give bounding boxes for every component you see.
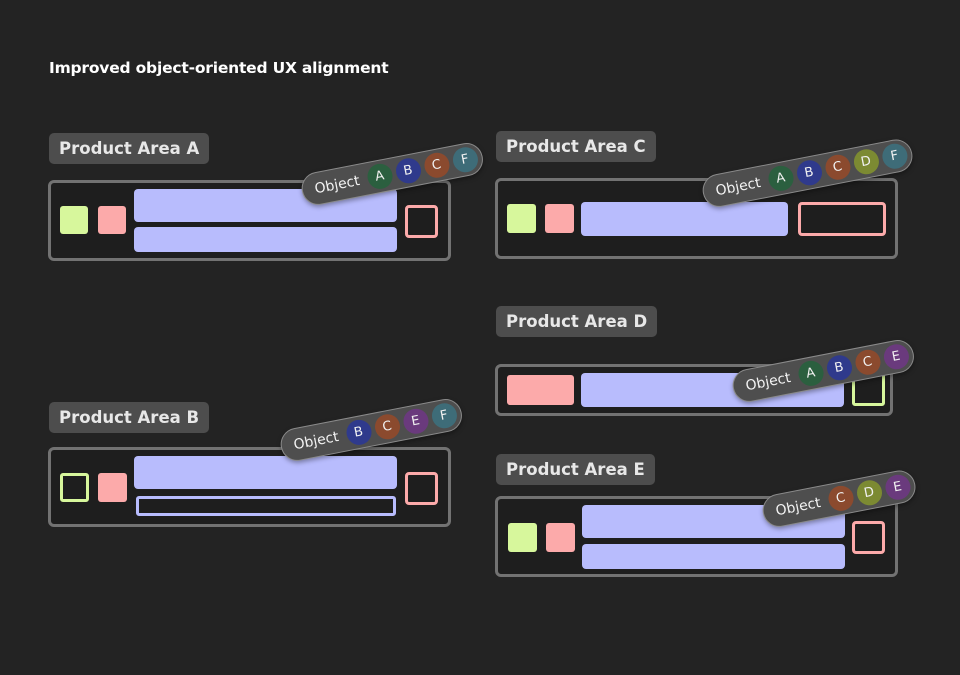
object-circle-a: A <box>365 161 395 192</box>
object-circle-e: E <box>882 472 913 502</box>
area-label-d: Product Area D <box>496 306 658 337</box>
blue-bar <box>581 202 788 236</box>
page-title: Improved object-oriented UX alignment <box>49 59 389 77</box>
pink-square <box>546 523 575 552</box>
object-circle-f: F <box>429 401 459 431</box>
blue-bar <box>134 227 397 252</box>
panel-e <box>495 496 898 577</box>
pink-outline-box <box>405 205 438 238</box>
pink-outline-bar <box>798 202 886 236</box>
object-circle-b: B <box>794 158 824 188</box>
pink-outline-box <box>852 521 885 554</box>
pink-square <box>98 206 126 234</box>
panel-c <box>495 178 898 259</box>
object-label: Object <box>292 428 341 453</box>
object-circle-f: F <box>879 141 910 171</box>
object-circle-c: C <box>822 152 853 182</box>
green-square <box>508 523 537 552</box>
green-square <box>60 206 88 234</box>
object-circle-c: C <box>852 347 883 377</box>
area-label-b: Product Area B <box>49 402 210 433</box>
object-circle-c: C <box>826 483 856 514</box>
object-label: Object <box>744 369 793 394</box>
object-circle-a: A <box>766 163 796 194</box>
panel-a <box>48 180 451 261</box>
area-label-e: Product Area E <box>496 454 655 485</box>
object-circle-b: B <box>393 156 423 186</box>
object-label: Object <box>714 174 763 199</box>
area-label-c: Product Area C <box>496 131 656 162</box>
pink-square <box>98 473 127 502</box>
object-circle-d: D <box>854 478 884 508</box>
green-outline-square <box>60 473 89 502</box>
blue-outline-bar <box>136 496 396 516</box>
pink-bar <box>507 375 574 405</box>
object-circle-e: E <box>400 406 431 436</box>
object-circle-e: E <box>881 342 911 372</box>
blue-bar <box>134 456 397 489</box>
object-circle-d: D <box>851 147 881 177</box>
pink-square <box>545 204 574 233</box>
panel-b <box>48 447 451 527</box>
pink-outline-box <box>405 472 438 505</box>
object-label: Object <box>313 172 362 197</box>
object-circle-b: B <box>344 417 374 448</box>
object-circle-f: F <box>450 145 480 175</box>
object-label: Object <box>774 494 823 519</box>
area-label-a: Product Area A <box>49 133 210 164</box>
blue-bar <box>582 544 845 569</box>
object-circle-b: B <box>824 353 854 383</box>
green-square <box>507 204 536 233</box>
object-circle-c: C <box>372 412 402 442</box>
object-circle-a: A <box>796 358 826 389</box>
object-circle-c: C <box>421 150 452 180</box>
